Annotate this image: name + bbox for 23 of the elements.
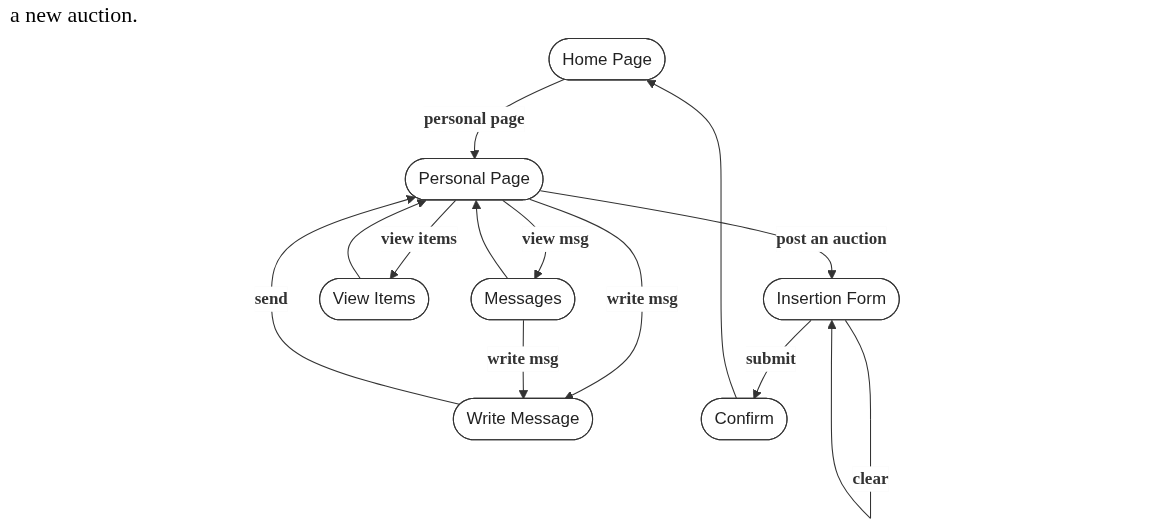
arrow	[471, 199, 509, 280]
edge-label: personal page	[423, 106, 525, 132]
state-ellipse: Messages	[470, 277, 576, 321]
state-ellipse: Insertion Form	[762, 277, 900, 321]
state-ellipse: Personal Page	[404, 157, 544, 201]
edge-label: view items	[381, 226, 457, 252]
edge-label: write msg	[606, 286, 678, 312]
arrow	[646, 79, 738, 400]
edge-label: post an auction	[776, 226, 887, 252]
arrow	[529, 198, 643, 400]
edge-label: write msg	[487, 346, 559, 372]
state-ellipse: Home Page	[548, 37, 666, 81]
state-ellipse: View Items	[319, 277, 430, 321]
edge-label: view msg	[522, 226, 589, 252]
arrow	[347, 199, 427, 280]
state-ellipse: Write Message	[452, 397, 594, 441]
edge-label: clear	[852, 466, 889, 492]
note-text: a new auction.	[10, 2, 138, 28]
state-ellipse: Confirm	[700, 397, 788, 441]
edge-label: submit	[745, 346, 796, 372]
arrow	[270, 195, 461, 406]
edge-label: send	[254, 286, 288, 312]
loop-arrow	[827, 319, 872, 519]
